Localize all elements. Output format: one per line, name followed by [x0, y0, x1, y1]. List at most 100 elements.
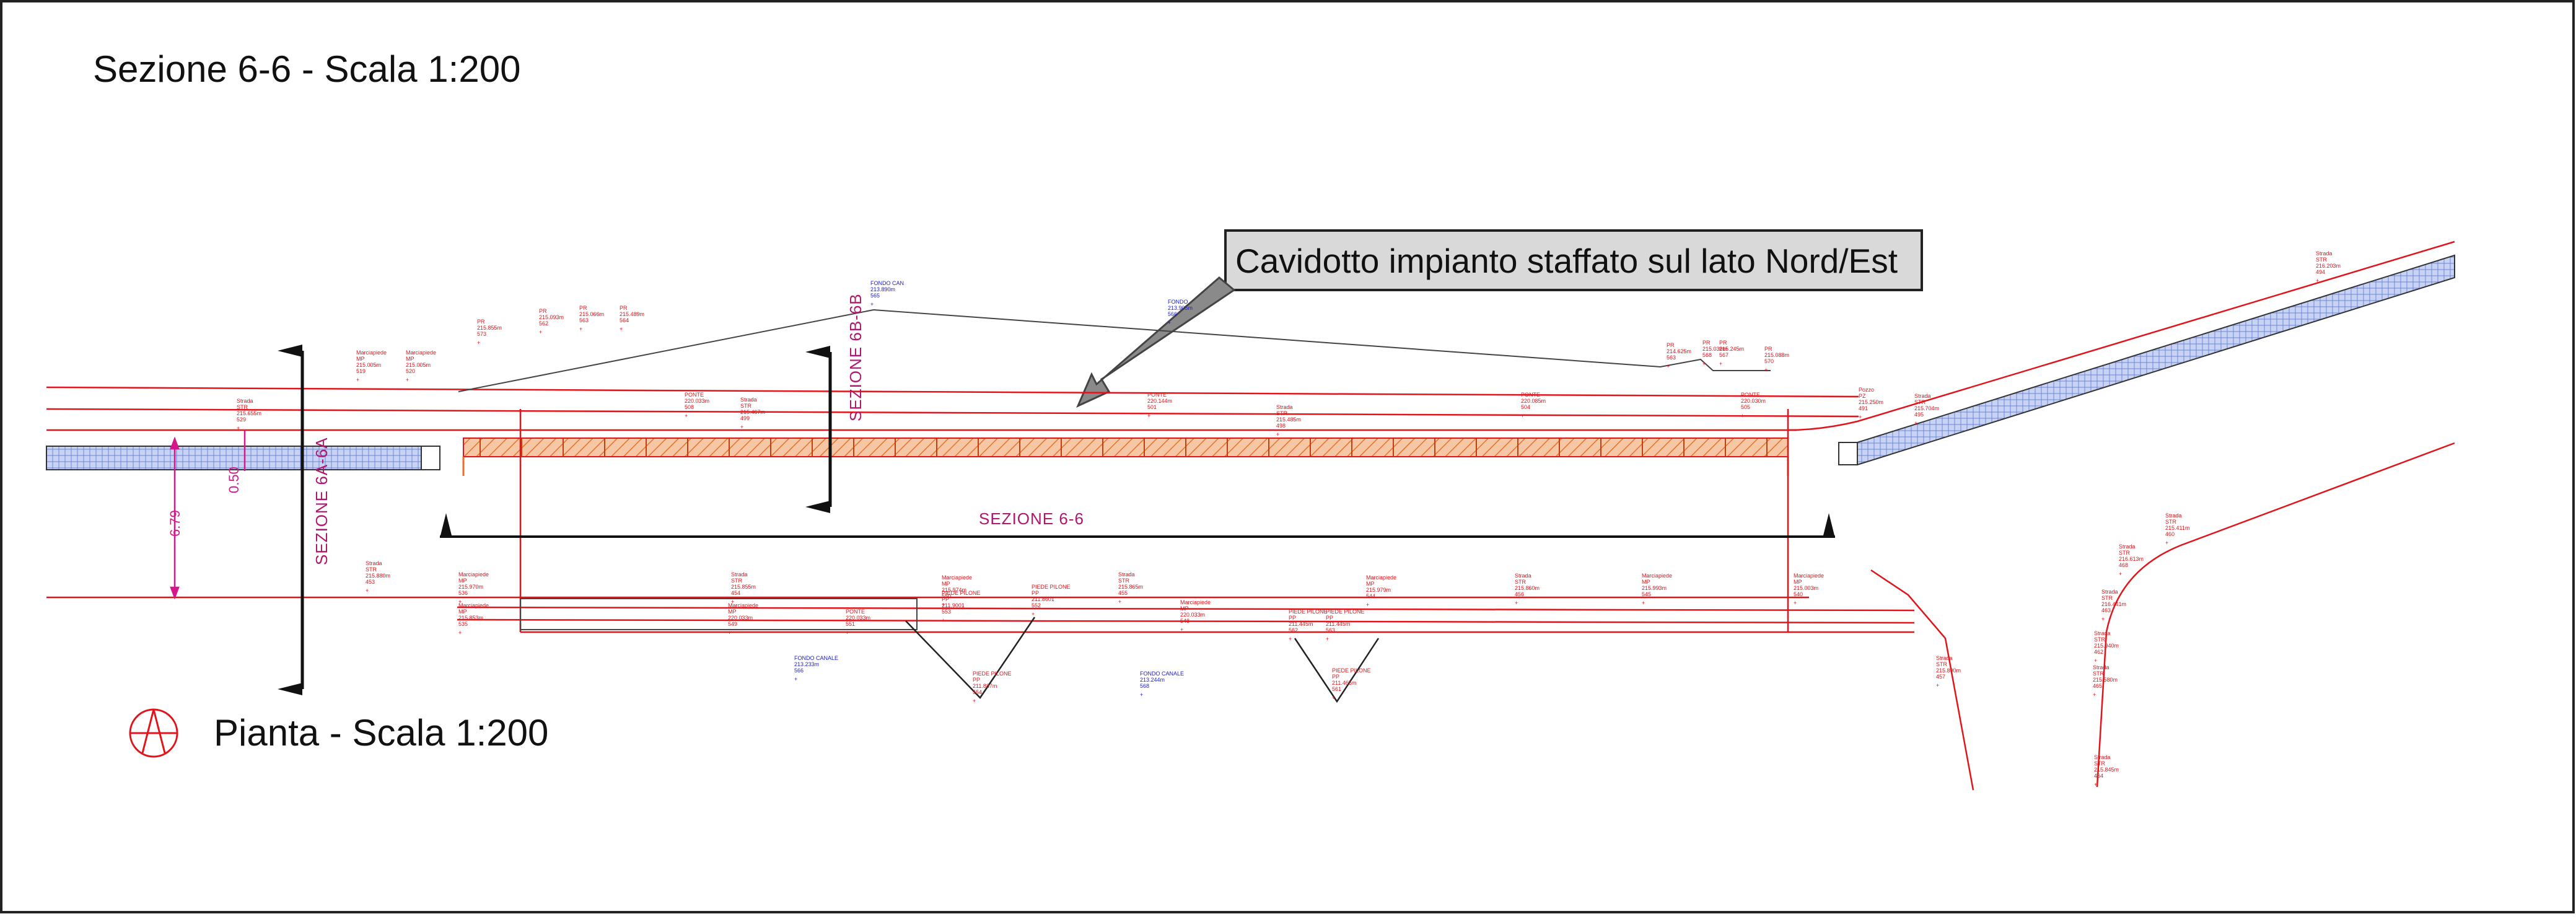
- survey-point-marker: +: [870, 301, 874, 307]
- survey-point-marker: +: [1366, 602, 1369, 608]
- survey-point-marker: +: [366, 587, 369, 594]
- pile-supports: [905, 617, 1380, 703]
- survey-point-marker: +: [579, 326, 582, 332]
- survey-point-marker: +: [1326, 636, 1329, 642]
- section-label-middle: SEZIONE 6B-6B: [846, 293, 865, 421]
- survey-point-marker: +: [1521, 413, 1524, 419]
- survey-point-marker: +: [356, 377, 359, 383]
- survey-point-marker: +: [539, 329, 542, 335]
- survey-point-marker: +: [1147, 413, 1150, 419]
- survey-point-marker: +: [1180, 627, 1183, 633]
- survey-point-marker: +: [458, 630, 462, 636]
- survey-point-marker: +: [477, 340, 480, 346]
- survey-point-marker: +: [2316, 278, 2319, 284]
- survey-point-marker: +: [685, 413, 688, 419]
- survey-point-marker: +: [1667, 363, 1670, 369]
- section-cut-6b: [805, 346, 832, 513]
- survey-point-marker: +: [1859, 414, 1862, 420]
- survey-point-marker: +: [728, 630, 731, 636]
- survey-point-marker: +: [1719, 361, 1722, 367]
- section-title: Sezione 6-6 - Scala 1:200: [93, 48, 520, 90]
- section-cut-6a: [278, 345, 304, 695]
- deck-ribs: [480, 439, 1768, 457]
- section-label-main: SEZIONE 6-6: [979, 509, 1084, 528]
- dimension-width-label: 6.79: [167, 510, 183, 537]
- survey-point-marker: +: [1140, 692, 1143, 698]
- survey-point-marker: +: [973, 698, 976, 704]
- survey-point-marker: +: [1289, 636, 1292, 642]
- survey-point-marker: +: [1118, 599, 1121, 605]
- survey-point-marker: +: [1794, 600, 1797, 606]
- road-lines: [46, 240, 2455, 791]
- pipe-right: [1838, 254, 2455, 465]
- survey-point-marker: +: [1276, 431, 1279, 438]
- pipe-left: [46, 446, 440, 470]
- survey-point-marker: +: [2094, 781, 2097, 788]
- survey-point-marker: +: [2093, 692, 2096, 698]
- survey-point-marker: +: [1702, 361, 1706, 367]
- survey-point-marker: +: [458, 599, 462, 605]
- section-cut-6-6: [440, 513, 1835, 538]
- survey-point-marker: +: [1515, 600, 1518, 606]
- section-label-left: SEZIONE 6A-6A: [312, 437, 331, 565]
- bridge-deck: [462, 438, 1789, 476]
- survey-point-marker: +: [731, 599, 734, 605]
- survey-point-marker: +: [2119, 571, 2122, 577]
- survey-point-marker: +: [740, 424, 743, 430]
- callout-box: Cavidotto impianto staffato sul lato Nor…: [1224, 229, 1923, 291]
- plan-title: Pianta - Scala 1:200: [214, 712, 548, 754]
- survey-point-marker: +: [846, 630, 849, 636]
- survey-point-marker: +: [1332, 695, 1335, 701]
- survey-point-marker: +: [1741, 413, 1744, 419]
- survey-point-marker: +: [1936, 682, 1939, 688]
- dimension-offset-label: 0.50: [226, 467, 242, 493]
- survey-point-marker: +: [2094, 657, 2097, 664]
- survey-point-marker: +: [1642, 600, 1645, 606]
- callout-text: Cavidotto impianto staffato sul lato Nor…: [1235, 242, 1898, 280]
